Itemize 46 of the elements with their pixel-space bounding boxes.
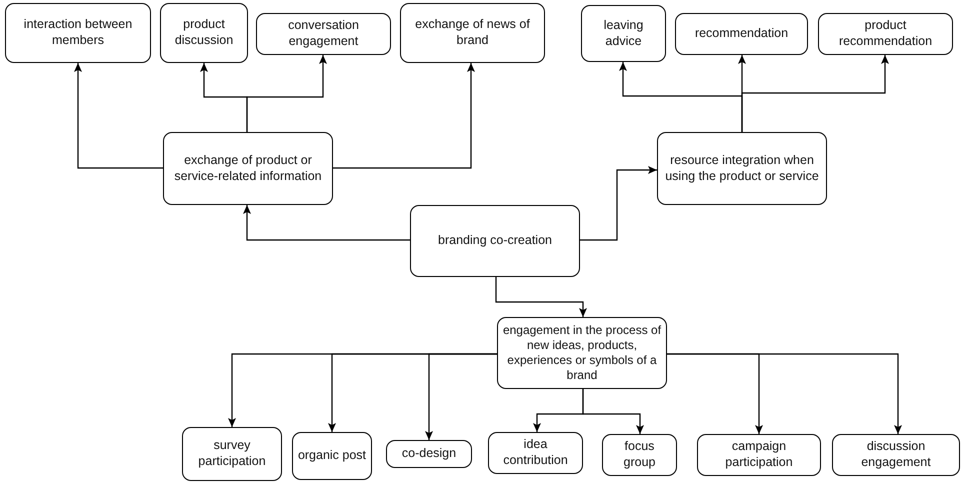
node-label: campaign participation [724, 439, 794, 471]
process-box [675, 13, 808, 55]
process-box [182, 427, 282, 481]
process-box [160, 3, 248, 63]
arrow [74, 63, 163, 169]
process-box [657, 132, 827, 205]
arrow [582, 389, 644, 434]
node-label: conversation engagement [287, 18, 360, 50]
process-box [581, 5, 666, 62]
node-label: exchange of news of brand [414, 17, 531, 49]
process-box [832, 434, 960, 476]
process-box [488, 432, 583, 474]
process-box [410, 205, 580, 277]
arrow [667, 353, 902, 434]
process-box [400, 3, 545, 63]
process-box [602, 434, 677, 476]
process-box [497, 317, 667, 389]
process-box [697, 434, 821, 476]
arrow [425, 353, 497, 440]
node-label: resource integration when using the product or service [664, 152, 820, 184]
node-label: discussion engagement [860, 439, 932, 471]
node-label: idea contribution [502, 437, 569, 469]
process-box [292, 432, 372, 480]
node-label: leaving advice [602, 18, 644, 50]
process-box [386, 440, 472, 468]
node-label: exchange of product or service-related information [173, 152, 323, 184]
node-label: engagement in the process of new ideas, products, experiences or symbols of a brand [502, 323, 662, 383]
arrow [243, 205, 410, 241]
node-label: product discussion [174, 17, 234, 49]
node-label: branding co-creation [438, 233, 552, 249]
node-label: product recommendation [838, 18, 934, 50]
arrow [333, 63, 475, 169]
arrow [495, 277, 587, 317]
process-box [5, 3, 151, 63]
arrow [246, 55, 327, 132]
process-box [818, 13, 953, 55]
arrow [580, 166, 657, 241]
node-label: organic post [298, 448, 366, 464]
node-label: focus group [622, 439, 656, 471]
process-box [256, 13, 391, 55]
node-label: recommendation [694, 26, 788, 42]
node-label: survey participation [197, 438, 267, 470]
process-box [163, 132, 333, 205]
node-label: interaction between members [22, 17, 134, 49]
arrow [741, 55, 889, 132]
node-label: co-design [402, 446, 456, 462]
